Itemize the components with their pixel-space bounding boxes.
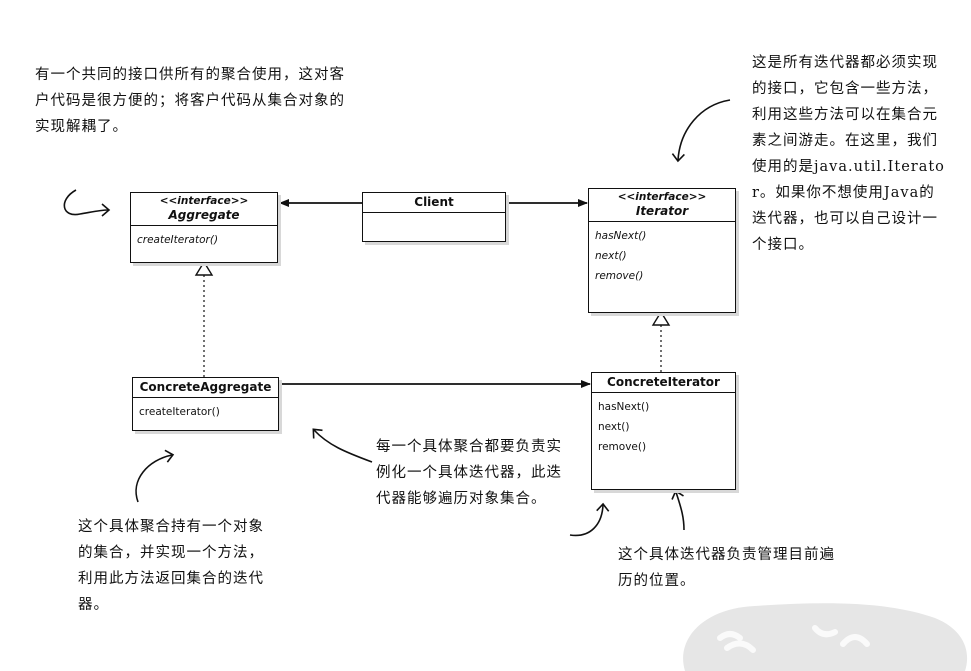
iterator-stereotype: <<interface>> bbox=[617, 191, 707, 203]
concrete-aggregate-class: ConcreteAggregate createIterator() bbox=[132, 377, 279, 431]
aggregate-stereotype: <<interface>> bbox=[159, 195, 249, 207]
concrete-aggregate-method: createIterator() bbox=[139, 406, 220, 418]
concrete-aggregate-note: 这个具体聚合持有一个对象的集合，并实现一个方法，利用此方法返回集合的迭代器。 bbox=[78, 519, 264, 613]
concrete-aggregate-note-arrow bbox=[135, 449, 175, 503]
client-class: Client bbox=[362, 192, 506, 242]
iterator-class: <<interface>> Iterator hasNext() next() … bbox=[588, 188, 736, 313]
watermark-blob bbox=[683, 603, 968, 671]
iterator-method: next() bbox=[595, 250, 627, 262]
iterator-header: <<interface>> Iterator bbox=[589, 189, 735, 222]
aggregate-method: createIterator() bbox=[137, 234, 219, 246]
instantiate-note-lower-arrow bbox=[569, 502, 610, 537]
instantiate-note-arrow bbox=[312, 428, 373, 463]
aggregate-name: Aggregate bbox=[168, 208, 240, 222]
concrete-iterator-methods: hasNext() next() remove() bbox=[592, 393, 735, 461]
concrete-aggregate-name: ConcreteAggregate bbox=[139, 380, 272, 394]
aggregate-class: <<interface>> Aggregate createIterator() bbox=[130, 192, 278, 263]
client-name: Client bbox=[414, 195, 454, 209]
concrete-aggregate-header: ConcreteAggregate bbox=[133, 378, 278, 398]
iterator-realization-triangle bbox=[651, 310, 671, 326]
iterator-note-arrow bbox=[671, 99, 731, 163]
iterator-note: 这是所有迭代器都必须实现的接口，它包含一些方法，利用这些方法可以在集合元素之间游… bbox=[752, 55, 945, 253]
client-body bbox=[363, 213, 505, 241]
concrete-iterator-header: ConcreteIterator bbox=[592, 373, 735, 393]
aggregate-methods: createIterator() bbox=[131, 226, 277, 254]
aggregate-header: <<interface>> Aggregate bbox=[131, 193, 277, 226]
aggregate-note-arrow bbox=[63, 189, 111, 217]
client-header: Client bbox=[363, 193, 505, 213]
concrete-iterator-method: hasNext() bbox=[598, 401, 650, 413]
concrete-aggregate-methods: createIterator() bbox=[133, 398, 278, 426]
aggregate-realization-triangle bbox=[194, 260, 214, 276]
concrete-iterator-name: ConcreteIterator bbox=[607, 375, 720, 389]
iterator-methods: hasNext() next() remove() bbox=[589, 222, 735, 290]
iterator-method: remove() bbox=[595, 270, 644, 282]
concrete-iterator-method: next() bbox=[598, 421, 630, 433]
concrete-iterator-method: remove() bbox=[598, 441, 647, 453]
instantiate-note: 每一个具体聚合都要负责实例化一个具体迭代器，此迭代器能够遍历对象集合。 bbox=[376, 439, 562, 507]
concrete-iterator-class: ConcreteIterator hasNext() next() remove… bbox=[591, 372, 736, 490]
aggregate-note: 有一个共同的接口供所有的聚合使用，这对客户代码是很方便的；将客户代码从集合对象的… bbox=[35, 67, 345, 135]
iterator-name: Iterator bbox=[635, 204, 689, 218]
iterator-method: hasNext() bbox=[595, 230, 647, 242]
concrete-iterator-note: 这个具体迭代器负责管理目前遍历的位置。 bbox=[618, 547, 835, 589]
concrete-iterator-note-arrow bbox=[671, 489, 685, 531]
